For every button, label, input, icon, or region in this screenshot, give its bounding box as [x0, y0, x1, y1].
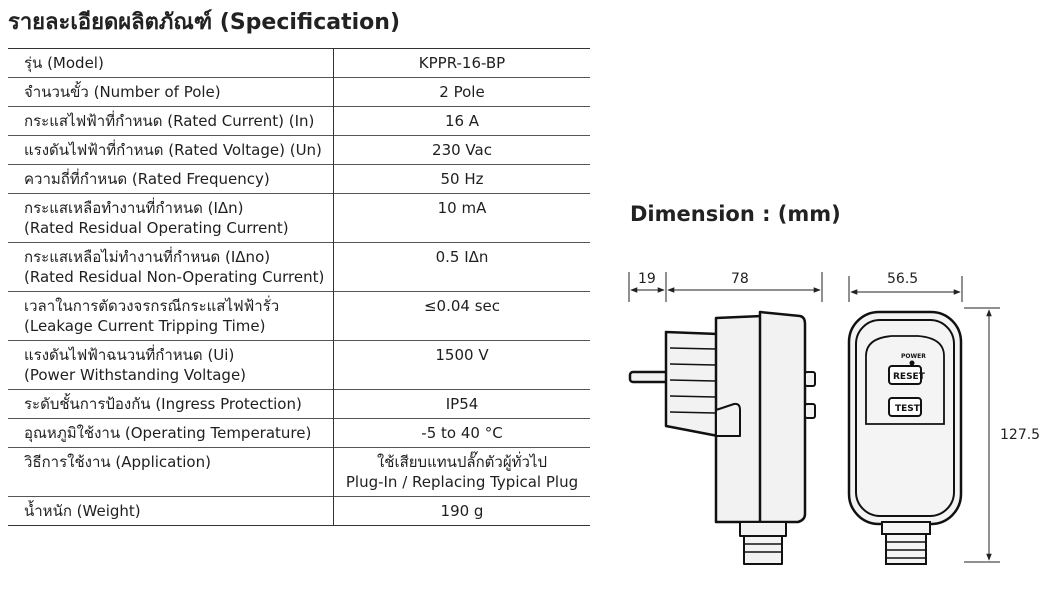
spec-label-line: น้ำหนัก (Weight)	[24, 502, 141, 520]
spec-value-line: 16 A	[444, 112, 480, 130]
spec-label-line: (Leakage Current Tripping Time)	[24, 317, 266, 335]
spec-value: IP54	[334, 390, 591, 419]
spec-label-line: ความถี่ที่กำหนด (Rated Frequency)	[24, 170, 270, 188]
specification-table: รุ่น (Model) KPPR-16-BP จำนวนขั้ว (Number …	[8, 48, 590, 526]
spec-label: น้ำหนัก (Weight)	[8, 496, 334, 526]
dimension-drawing: 19 78 56.5 127.5	[628, 271, 1040, 565]
spec-value: 230 Vac	[334, 136, 591, 165]
spec-value-line: 0.5 IΔn	[435, 248, 489, 266]
spec-row: แรงดันไฟฟ้าที่กำหนด (Rated Voltage) (Un)…	[8, 135, 591, 165]
dimension-title: Dimension : (mm)	[630, 202, 841, 226]
spec-label: รุ่น (Model)	[8, 48, 334, 78]
spec-label: กระแสไฟฟ้าที่กำหนด (Rated Current) (In)	[8, 106, 334, 136]
spec-label-line: แรงดันไฟฟ้าฉนวนที่กำหนด (Ui)	[24, 346, 235, 364]
spec-value-line: IP54	[445, 395, 479, 413]
spec-value: ใช้เสียบแทนปลั๊กตัวผู้ทั่วไป Plug-In / Re…	[334, 448, 591, 497]
spec-label-line: กระแสเหลือไม่ทำงานที่กำหนด (IΔno)	[24, 248, 271, 266]
spec-label: ความถี่ที่กำหนด (Rated Frequency)	[8, 164, 334, 194]
spec-row: แรงดันไฟฟ้าฉนวนที่กำหนด (Ui) (Power Withs…	[8, 340, 591, 390]
spec-row: กระแสเหลือไม่ทำงานที่กำหนด (IΔno) (Rated …	[8, 242, 591, 292]
spec-row: ระดับชั้นการป้องกัน (Ingress Protection)…	[8, 389, 591, 419]
spec-row: น้ำหนัก (Weight) 190 g	[8, 496, 591, 526]
spec-row: จำนวนขั้ว (Number of Pole) 2 Pole	[8, 77, 591, 107]
spec-label-line: (Rated Residual Operating Current)	[24, 219, 289, 237]
spec-value-line: 1500 V	[435, 346, 489, 364]
reset-button-label: RESET	[893, 372, 926, 382]
spec-value-line: ใช้เสียบแทนปลั๊กตัวผู้ทั่วไป	[376, 453, 548, 471]
spec-value-line: ≤0.04 sec	[423, 297, 501, 315]
spec-label-line: แรงดันไฟฟ้าที่กำหนด (Rated Voltage) (Un)	[24, 141, 322, 159]
spec-label: ระดับชั้นการป้องกัน (Ingress Protection)	[8, 389, 334, 419]
power-indicator-label: POWER	[901, 353, 926, 360]
spec-value: 16 A	[334, 107, 591, 136]
front-view	[847, 310, 963, 565]
spec-value: 2 Pole	[334, 78, 591, 107]
spec-label-line: (Rated Residual Non-Operating Current)	[24, 268, 325, 286]
spec-value: 190 g	[334, 497, 591, 526]
spec-label: จำนวนขั้ว (Number of Pole)	[8, 77, 334, 107]
spec-value: 0.5 IΔn	[334, 243, 591, 292]
power-indicator-icon	[909, 360, 915, 366]
spec-label: กระแสเหลือทำงานที่กำหนด (IΔn) (Rated Resi…	[8, 193, 334, 243]
spec-row: กระแสเหลือทำงานที่กำหนด (IΔn) (Rated Resi…	[8, 193, 591, 243]
spec-value: 1500 V	[334, 341, 591, 390]
spec-label-line: อุณหภูมิใช้งาน (Operating Temperature)	[24, 424, 312, 442]
height-label: 127.5	[1000, 427, 1040, 443]
spec-label-line: กระแสเหลือทำงานที่กำหนด (IΔn)	[24, 199, 244, 217]
spec-row: รุ่น (Model) KPPR-16-BP	[8, 48, 591, 78]
spec-value: 50 Hz	[334, 165, 591, 194]
spec-row: ความถี่ที่กำหนด (Rated Frequency) 50 Hz	[8, 164, 591, 194]
spec-row: อุณหภูมิใช้งาน (Operating Temperature) -5…	[8, 418, 591, 448]
spec-row: วิธีการใช้งาน (Application) ใช้เสียบแทนปล…	[8, 447, 591, 497]
spec-label: แรงดันไฟฟ้าฉนวนที่กำหนด (Ui) (Power Withs…	[8, 340, 334, 390]
spec-value-line: KPPR-16-BP	[418, 54, 506, 72]
spec-row: เวลาในการตัดวงจรกรณีกระแสไฟฟ้ารั่ว (Leaka…	[8, 291, 591, 341]
body-depth-label: 78	[731, 271, 749, 287]
plug-length-label: 19	[638, 271, 656, 287]
front-dimension-lines	[848, 276, 1000, 563]
spec-label-line: รุ่น (Model)	[24, 54, 104, 72]
spec-label: แรงดันไฟฟ้าที่กำหนด (Rated Voltage) (Un)	[8, 135, 334, 165]
spec-value-line: Plug-In / Replacing Typical Plug	[345, 473, 579, 491]
side-view	[628, 310, 816, 565]
spec-value: KPPR-16-BP	[334, 49, 591, 78]
spec-label: วิธีการใช้งาน (Application)	[8, 447, 334, 497]
front-width-label: 56.5	[887, 271, 918, 287]
spec-label-line: (Power Withstanding Voltage)	[24, 366, 247, 384]
spec-value-line: 50 Hz	[440, 170, 484, 188]
spec-value-line: -5 to 40 °C	[421, 424, 503, 442]
spec-value-line: 2 Pole	[439, 83, 485, 101]
spec-label-line: ระดับชั้นการป้องกัน (Ingress Protection)	[24, 395, 302, 413]
spec-value-line: 230 Vac	[432, 141, 492, 159]
page-title: รายละเอียดผลิตภัณฑ์ (Specification)	[8, 10, 400, 35]
test-button-label: TEST	[895, 404, 921, 414]
spec-label-line: เวลาในการตัดวงจรกรณีกระแสไฟฟ้ารั่ว	[24, 297, 280, 315]
spec-value-line: 190 g	[440, 502, 484, 520]
spec-label-line: จำนวนขั้ว (Number of Pole)	[24, 83, 221, 101]
spec-value: 10 mA	[334, 194, 591, 243]
spec-label-line: วิธีการใช้งาน (Application)	[24, 453, 211, 471]
spec-label: อุณหภูมิใช้งาน (Operating Temperature)	[8, 418, 334, 448]
spec-value: ≤0.04 sec	[334, 292, 591, 341]
side-dimension-lines	[628, 272, 823, 302]
spec-label: กระแสเหลือไม่ทำงานที่กำหนด (IΔno) (Rated …	[8, 242, 334, 292]
reset-button[interactable]	[888, 365, 922, 385]
spec-label-line: กระแสไฟฟ้าที่กำหนด (Rated Current) (In)	[24, 112, 315, 130]
spec-row: กระแสไฟฟ้าที่กำหนด (Rated Current) (In) 1…	[8, 106, 591, 136]
spec-label: เวลาในการตัดวงจรกรณีกระแสไฟฟ้ารั่ว (Leaka…	[8, 291, 334, 341]
spec-value-line: 10 mA	[437, 199, 487, 217]
spec-value: -5 to 40 °C	[334, 419, 591, 448]
test-button[interactable]	[888, 397, 922, 417]
